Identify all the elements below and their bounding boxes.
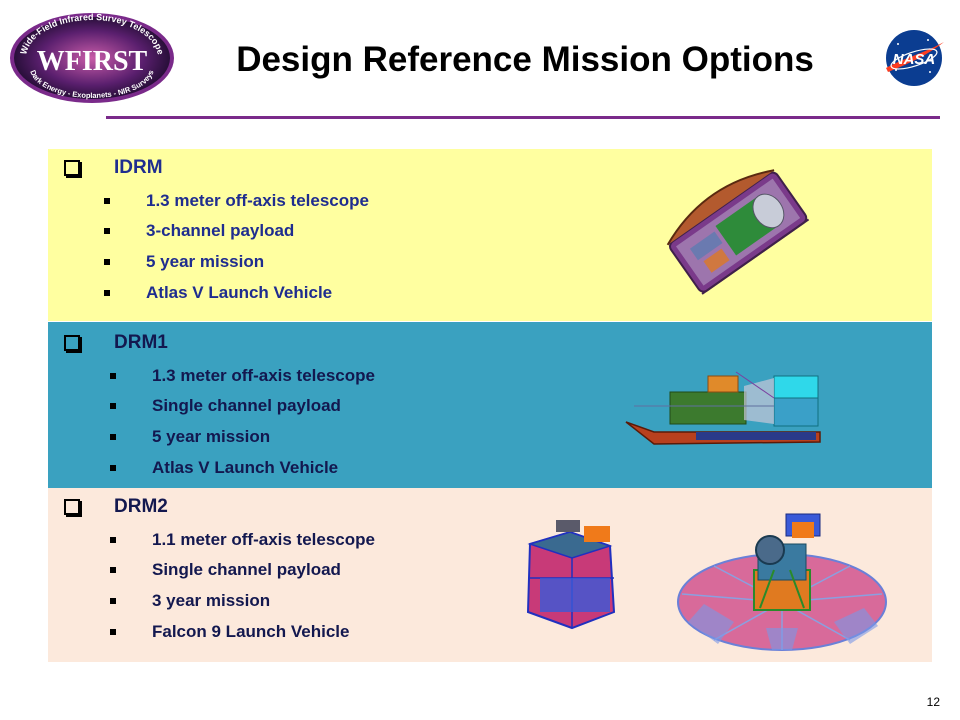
list-item: 5 year mission (104, 252, 264, 272)
square-bullet-icon (110, 567, 116, 573)
nasa-logo-text: NASA (893, 51, 936, 68)
logo-wordmark: WFIRST (37, 46, 148, 77)
checkbox-bullet-icon (64, 160, 80, 176)
checkbox-bullet-icon (64, 335, 80, 351)
square-bullet-icon (110, 629, 116, 635)
list-item: Single channel payload (110, 396, 341, 416)
nasa-logo: NASA (878, 28, 950, 88)
list-item-text: 3-channel payload (146, 221, 295, 240)
option-heading: IDRM (64, 157, 163, 179)
checkbox-bullet-icon (64, 499, 80, 515)
drm1-spacecraft-illustration (624, 362, 844, 452)
list-item: Falcon 9 Launch Vehicle (110, 622, 349, 642)
list-item-text: Atlas V Launch Vehicle (152, 458, 339, 477)
drm2-stowed-spacecraft-illustration (510, 516, 630, 636)
list-item-text: Single channel payload (152, 396, 341, 415)
option-panel-idrm: IDRM 1.3 meter off-axis telescope 3-chan… (48, 149, 932, 321)
square-bullet-icon (110, 465, 116, 471)
option-panel-drm2: DRM2 1.1 meter off-axis telescope Single… (48, 488, 932, 662)
list-item: 5 year mission (110, 427, 270, 447)
list-item-text: 1.3 meter off-axis telescope (146, 191, 369, 210)
drm2-deployed-spacecraft-illustration (674, 504, 890, 654)
square-bullet-icon (104, 198, 110, 204)
title-divider (106, 116, 940, 119)
idrm-spacecraft-illustration (654, 165, 814, 305)
option-panel-drm1: DRM1 1.3 meter off-axis telescope Single… (48, 322, 932, 488)
list-item: Atlas V Launch Vehicle (104, 283, 332, 303)
list-item: 1.1 meter off-axis telescope (110, 530, 375, 550)
square-bullet-icon (110, 403, 116, 409)
list-item: Atlas V Launch Vehicle (110, 458, 338, 478)
list-item: 3 year mission (110, 591, 270, 611)
list-item-text: Single channel payload (152, 560, 341, 579)
option-name: DRM2 (114, 496, 168, 517)
list-item-text: Atlas V Launch Vehicle (146, 283, 333, 302)
list-item-text: 1.1 meter off-axis telescope (152, 530, 375, 549)
page-title: Design Reference Mission Options (236, 40, 814, 79)
square-bullet-icon (110, 373, 116, 379)
square-bullet-icon (104, 259, 110, 265)
list-item: 1.3 meter off-axis telescope (110, 366, 375, 386)
option-heading: DRM1 (64, 332, 168, 354)
option-name: IDRM (114, 157, 163, 178)
list-item-text: 3 year mission (152, 591, 271, 610)
list-item-text: 5 year mission (152, 427, 271, 446)
list-item-text: 5 year mission (146, 252, 265, 271)
option-name: DRM1 (114, 332, 168, 353)
list-item-text: Falcon 9 Launch Vehicle (152, 622, 350, 641)
option-heading: DRM2 (64, 496, 168, 518)
list-item: 3-channel payload (104, 221, 294, 241)
list-item-text: 1.3 meter off-axis telescope (152, 366, 375, 385)
wfirst-logo: Wide-Field Infrared Survey Telescope WFI… (8, 10, 176, 105)
square-bullet-icon (104, 228, 110, 234)
page-number: 12 (926, 695, 940, 709)
square-bullet-icon (110, 537, 116, 543)
list-item: Single channel payload (110, 560, 341, 580)
square-bullet-icon (110, 434, 116, 440)
square-bullet-icon (110, 598, 116, 604)
square-bullet-icon (104, 290, 110, 296)
list-item: 1.3 meter off-axis telescope (104, 191, 369, 211)
